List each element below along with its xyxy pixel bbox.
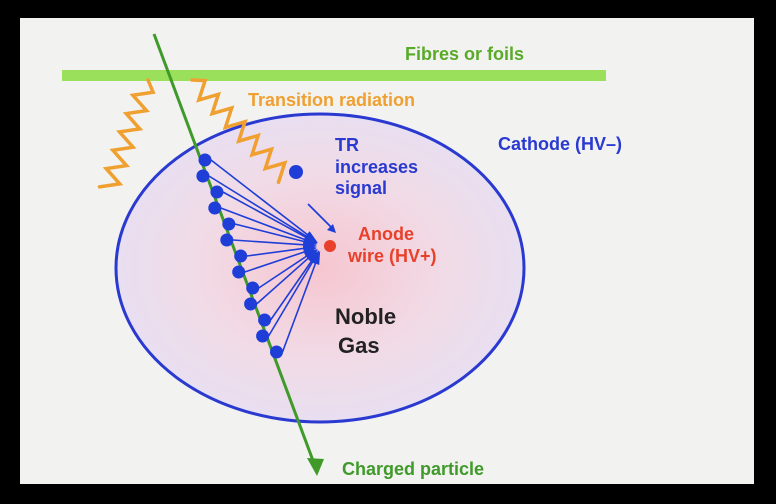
electron-dot: [246, 281, 260, 295]
tr-electron: [289, 165, 303, 179]
electron-dot: [210, 185, 224, 199]
tr-label-line3: signal: [335, 178, 387, 198]
drift-arrow: [208, 175, 311, 240]
drift-arrow: [256, 254, 313, 305]
drift-arrow: [269, 257, 315, 321]
drift-arrow: [232, 239, 309, 246]
drift-arrow: [222, 191, 311, 241]
electron-dot: [208, 201, 222, 215]
tr-label-line1: TR: [335, 135, 359, 155]
gas-label-line2: Gas: [338, 333, 380, 358]
transition-radiation-waves: [97, 78, 288, 189]
particle-track: [152, 33, 317, 467]
electron-dot: [234, 249, 248, 263]
electron-dot: [220, 233, 234, 247]
electron-dot: [244, 297, 258, 311]
drift-arrow: [246, 247, 309, 257]
tr-wave-1: [97, 78, 156, 189]
drift-arrow: [244, 249, 309, 273]
anode-wire: [324, 240, 336, 252]
ionisation-electrons: [196, 153, 283, 359]
cathode-label: Cathode (HV–): [498, 134, 622, 154]
trd-diagram: Fibres or foils Transition radiation Cat…: [62, 33, 622, 479]
electron-dot: [196, 169, 210, 183]
fibres-bar: [62, 70, 606, 81]
drift-arrow: [258, 253, 311, 289]
cathode-chamber: [114, 112, 526, 424]
drift-arrowhead: [311, 250, 321, 266]
electron-dot: [270, 345, 283, 359]
tr-wave-2: [190, 78, 288, 185]
gas-label-line1: Noble: [335, 304, 396, 329]
drift-arrow: [267, 257, 316, 337]
anode-label-line2: wire (HV+): [347, 246, 437, 266]
drift-arrow: [281, 258, 318, 353]
electron-dot: [258, 313, 272, 327]
drift-arrow: [234, 223, 309, 244]
electron-dot: [198, 153, 212, 167]
anode-label-line1: Anode: [358, 224, 414, 244]
particle-label: Charged particle: [342, 459, 484, 479]
electron-dot: [222, 217, 236, 231]
diagram-panel: Fibres or foils Transition radiation Cat…: [20, 18, 754, 484]
particle-arrowhead: [307, 458, 324, 476]
drift-arrows: [208, 159, 321, 353]
electron-dot: [256, 329, 270, 343]
drift-arrow: [210, 159, 312, 239]
drift-arrow: [220, 207, 310, 242]
tr-label-line2: increases: [335, 157, 418, 177]
fibres-label: Fibres or foils: [405, 44, 524, 64]
tr-electron-arrow: [307, 203, 335, 231]
tr-electron-arrowhead: [327, 224, 336, 233]
transition-radiation-label: Transition radiation: [248, 90, 415, 110]
electron-dot: [232, 265, 246, 279]
